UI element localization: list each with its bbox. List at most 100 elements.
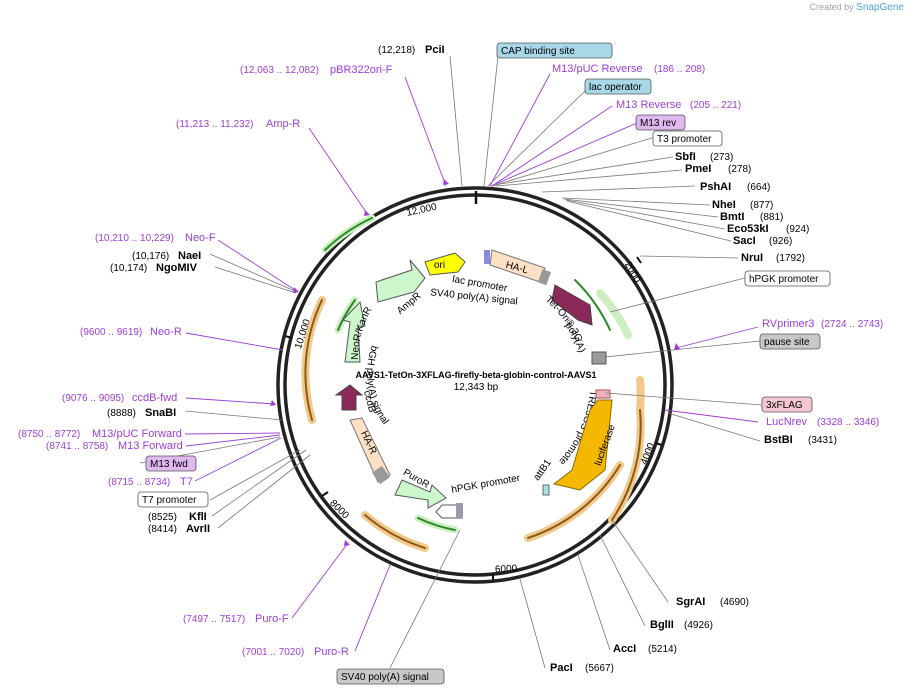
backbone-outer bbox=[276, 186, 674, 584]
plasmid-size: 12,343 bp bbox=[454, 382, 499, 393]
enzyme-sgrai-pos: (4690) bbox=[720, 597, 749, 608]
enzyme-saci-pos: (926) bbox=[769, 236, 792, 247]
enzyme-ngomiv: NgoMIV bbox=[156, 262, 198, 274]
primer-ampr: Amp-R bbox=[266, 118, 300, 130]
leader-lacop-box bbox=[487, 90, 586, 187]
primer-arc-luc3 bbox=[611, 409, 642, 521]
primer-marker-ccdb bbox=[270, 400, 276, 406]
primer-neof-pos: (10,210 .. 10,229) bbox=[95, 233, 174, 244]
feature-3xflag-block bbox=[595, 389, 611, 399]
tick-mark-4000 bbox=[654, 442, 663, 446]
primer-arc-puro bbox=[364, 514, 426, 549]
enzyme-bglii-pos: (4926) bbox=[684, 620, 713, 631]
leader-snabi bbox=[184, 410, 283, 421]
primer-arc-neo bbox=[304, 299, 323, 421]
primer-m13puc-rev: M13/pUC Reverse bbox=[552, 63, 642, 75]
box-3xflag-label: 3xFLAG bbox=[766, 400, 803, 411]
feature-ha-r-end bbox=[372, 465, 390, 485]
primer-purof-pos: (7497 .. 7517) bbox=[183, 614, 245, 625]
enzyme-paci: PacI bbox=[550, 662, 573, 674]
leader-hpgk-box bbox=[609, 277, 746, 313]
leader-t7promoter-box bbox=[209, 449, 301, 501]
leader-kfli bbox=[211, 449, 307, 517]
snapgene-credit: Created by SnapGene bbox=[810, 2, 904, 13]
box-m13-fwd-label: M13 fwd bbox=[150, 459, 188, 470]
primer-marker-pbr322 bbox=[443, 179, 449, 185]
tick-label-6000: 6000 bbox=[495, 563, 518, 575]
feature-hpgk-end bbox=[456, 503, 463, 518]
leader-m13puc-fwd bbox=[184, 432, 281, 435]
leader-m13rev bbox=[491, 105, 613, 187]
enzyme-pmei-pos: (278) bbox=[728, 164, 751, 175]
leader-m13rev-box bbox=[490, 122, 638, 187]
primer-arc-bg-luc2 bbox=[636, 376, 645, 414]
tick-mark-2000 bbox=[636, 256, 642, 264]
primer-marker-purof bbox=[344, 540, 350, 546]
primer-arc-luc bbox=[527, 464, 621, 539]
primer-ccdb-pos: (9076 .. 9095) bbox=[62, 393, 124, 404]
box-pause-site bbox=[759, 333, 821, 350]
leader-bmti bbox=[563, 198, 719, 218]
leader-rvprimer3 bbox=[675, 326, 759, 349]
feature-luciferase bbox=[552, 399, 613, 491]
box-m13-rev bbox=[635, 114, 686, 131]
leader-saci bbox=[566, 200, 732, 242]
leader-drui bbox=[639, 255, 739, 259]
box-pause-site-label: pause site bbox=[764, 337, 810, 348]
box-hpgk bbox=[744, 270, 831, 287]
primer-rvprimer3-pos: (2724 .. 2743) bbox=[821, 319, 883, 330]
leader-nhei bbox=[561, 197, 711, 206]
plasmid-name: AAVS1-TetOn-3XFLAG-firefly-beta-globin-c… bbox=[355, 370, 596, 380]
leader-neo-f bbox=[217, 239, 299, 293]
primer-pbr322-pos: (12,063 .. 12,082) bbox=[240, 65, 319, 76]
leader-m13puc-rev bbox=[489, 73, 551, 187]
primer-rvprimer3: RVprimer3 bbox=[762, 318, 814, 330]
enzyme-nhei: NheI bbox=[712, 199, 736, 211]
box-t7-promoter bbox=[137, 491, 209, 508]
tick-mark-10000 bbox=[284, 335, 293, 339]
primer-marker-amp bbox=[364, 210, 370, 216]
leader-pmei bbox=[495, 169, 683, 187]
box-m13-rev-label: M13 rev bbox=[640, 118, 676, 129]
primer-m13fwd: M13 Forward bbox=[118, 440, 183, 452]
primer-m13rev: M13 Reverse bbox=[616, 99, 681, 111]
feature-lac-mark bbox=[484, 250, 490, 264]
tick-label-2000: 2000 bbox=[622, 260, 642, 285]
box-t3-promoter-label: T3 promoter bbox=[657, 134, 712, 145]
box-3xflag bbox=[761, 396, 813, 413]
leader-naei bbox=[209, 253, 298, 293]
primer-arc-puro2 bbox=[417, 517, 456, 531]
leader-pshai bbox=[541, 185, 696, 193]
feature-hpgk bbox=[435, 504, 463, 519]
primer-arc-amp bbox=[324, 217, 373, 251]
primer-m13rev-pos: (205 .. 221) bbox=[690, 100, 741, 111]
box-cap-binding bbox=[496, 42, 613, 59]
enzyme-eco53ki-pos: (924) bbox=[786, 224, 809, 235]
feature-hpgk-label: hPGK promoter bbox=[451, 473, 522, 496]
leader-avrii bbox=[217, 454, 311, 529]
enzyme-bmti-pos: (881) bbox=[760, 212, 783, 223]
enzyme-kfli-pos: (8525) bbox=[148, 512, 177, 523]
leader-ccdb-fwd bbox=[185, 397, 275, 405]
leader-paci bbox=[519, 578, 546, 669]
primer-puror-pos: (7001 .. 7020) bbox=[242, 647, 304, 658]
primer-m13puc-rev-pos: (186 .. 208) bbox=[654, 64, 705, 75]
leader-t3-box bbox=[491, 136, 656, 187]
box-t3-promoter bbox=[652, 130, 723, 147]
enzyme-ngomiv-pos: (10,174) bbox=[110, 263, 147, 274]
leader-bstbi bbox=[667, 412, 761, 442]
enzyme-kfli: KflI bbox=[189, 511, 207, 523]
enzyme-sgrai: SgrAI bbox=[676, 596, 705, 608]
box-sv40-polya-label: SV40 poly(A) signal bbox=[341, 672, 429, 683]
enzyme-nhei-pos: (877) bbox=[750, 200, 773, 211]
primer-m13puc-fwd: M13/pUC Forward bbox=[92, 428, 182, 440]
feature-ha-l-end bbox=[537, 269, 552, 286]
box-lac-operator bbox=[584, 78, 652, 95]
feature-attb1-block bbox=[542, 484, 550, 496]
enzyme-bstbi: BstBI bbox=[764, 434, 793, 446]
primer-t7: T7 bbox=[180, 476, 193, 488]
primer-ampr-pos: (11,213 .. 11,232) bbox=[176, 119, 253, 130]
feature-attb1-label: attB1 bbox=[531, 457, 554, 483]
feature-ori-label: ori bbox=[434, 260, 445, 271]
